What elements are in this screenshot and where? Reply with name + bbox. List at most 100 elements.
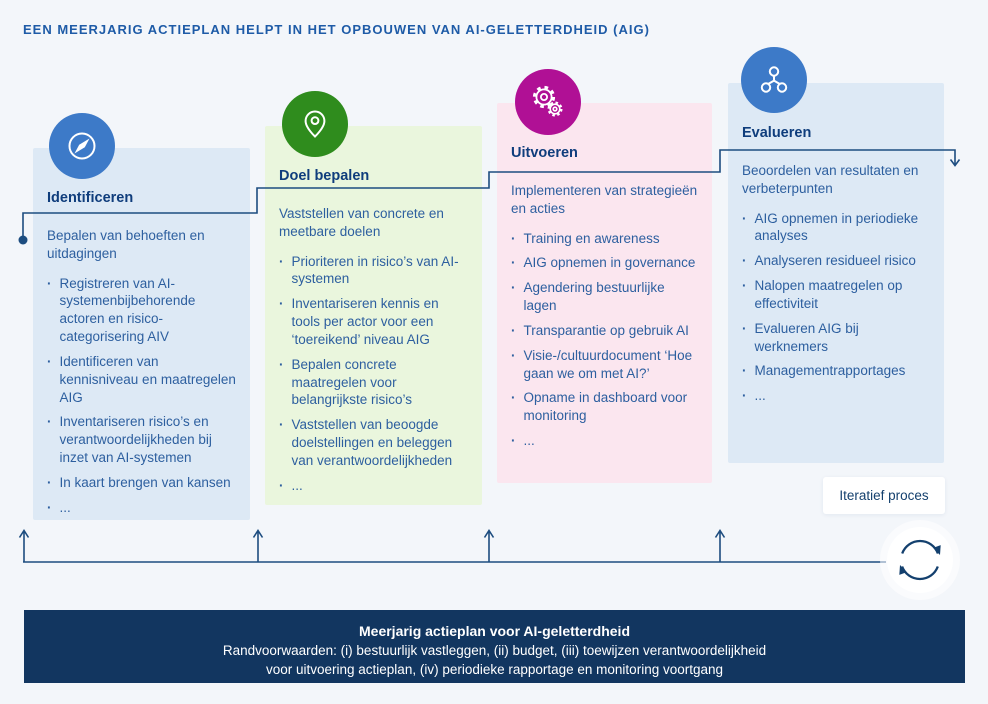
phase-title: Doel bepalen — [279, 168, 370, 184]
phase-box-doel-bepalen: Doel bepalen Vaststellen van concrete en… — [265, 126, 482, 505]
bullet-text: Visie-/cultuurdocument ‘Hoe gaan we om m… — [523, 347, 693, 381]
bullet-text: In kaart brengen van kansen — [59, 474, 231, 490]
banner-title: Meerjarig actieplan voor AI-geletterdhei… — [359, 623, 630, 639]
bullet-dot: · — [742, 363, 747, 379]
list-item: · AIG opnemen in governance — [511, 254, 700, 272]
phase-circle-uitvoeren — [515, 69, 581, 135]
phase-title: Uitvoeren — [511, 145, 578, 161]
phase-title: Evalueren — [742, 125, 812, 141]
bullet-dot: · — [279, 477, 284, 493]
list-item: · Evalueren AIG bij werknemers — [742, 320, 932, 356]
list-item: ·... — [511, 432, 700, 450]
list-item: · Bepalen concrete maatregelen voor belan… — [279, 356, 470, 409]
bullet-text: Inventariseren risico’s en verantwoordel… — [59, 414, 212, 465]
bullet-dot: · — [511, 255, 516, 271]
list-item: · Inventariseren kennis en tools per acto… — [279, 295, 470, 348]
list-item: ·... — [742, 387, 932, 405]
list-item: · Prioriteren in risico’s van AI-systemen — [279, 253, 470, 289]
bullet-text: ... — [291, 477, 303, 493]
bullet-text: Training en awareness — [523, 230, 660, 246]
list-item: · Nalopen maatregelen op effectiviteit — [742, 277, 932, 313]
bullet-text: ... — [754, 388, 766, 404]
bullet-dot: · — [511, 390, 516, 406]
list-item: ·... — [279, 477, 470, 495]
bullet-text: ... — [59, 499, 71, 515]
bullet-text: Bepalen concrete maatregelen voor belang… — [291, 356, 413, 408]
phase-intro: Beoordelen van resultaten en verbeterpun… — [742, 163, 919, 196]
bullet-dot: · — [47, 499, 52, 515]
phase-title: Identificeren — [47, 190, 134, 206]
bullet-text: Prioriteren in risico’s van AI-systemen — [291, 253, 459, 287]
phase-box-identificeren: Identificeren Bepalen van behoeften en u… — [33, 148, 250, 520]
feedback-arrow-up-icon — [18, 529, 30, 562]
bullet-text: Evalueren AIG bij werknemers — [754, 320, 859, 354]
phase-bullet-list: · Training en awareness · AIG opnemen in go… — [511, 230, 700, 450]
feedback-arrow-up-icon — [483, 529, 495, 562]
action-plan-banner: Meerjarig actieplan voor AI-geletterdhei… — [24, 610, 965, 683]
bullet-text: Managementrapportages — [754, 363, 906, 379]
refresh-icon — [880, 520, 960, 600]
phase-circle-evalueren — [741, 47, 807, 113]
bullet-dot: · — [279, 296, 284, 312]
list-item: · Analyseren residueel risico — [742, 252, 932, 270]
phase-box-evalueren: Evalueren Beoordelen van resultaten en v… — [728, 83, 944, 463]
bullet-text: AIG opnemen in governance — [523, 255, 696, 271]
list-item: · AIG opnemen in periodieke analyses — [742, 210, 932, 246]
list-item: · Identificeren van kennisniveau en maatr… — [47, 353, 238, 406]
phase-intro: Bepalen van behoeften en uitdagingen — [47, 228, 205, 261]
list-item: · In kaart brengen van kansen — [47, 474, 238, 492]
phase-circle-doel-bepalen — [282, 91, 348, 157]
location-pin-icon — [304, 110, 326, 138]
bullet-dot: · — [279, 417, 284, 433]
phase-bullet-list: · AIG opnemen in periodieke analyses · Anal… — [742, 210, 932, 405]
bullet-dot: · — [511, 322, 516, 338]
list-item: · Registreren van AI-systemenbijbehorende… — [47, 275, 238, 346]
list-item: ·Visie-/cultuurdocument ‘Hoe gaan we om … — [511, 347, 700, 383]
list-item: · Training en awareness — [511, 230, 700, 248]
phase-circle-identificeren — [49, 113, 115, 179]
iterative-process-label: Iteratief proces — [823, 477, 945, 514]
bullet-dot: · — [47, 414, 52, 430]
bullet-dot: · — [47, 275, 52, 291]
flow-start-dot — [18, 235, 28, 245]
phase-bullet-list: · Registreren van AI-systemenbijbehorende… — [47, 275, 238, 517]
list-item: · Transparantie op gebruik AI — [511, 322, 700, 340]
bullet-text: Opname in dashboard voor monitoring — [523, 390, 688, 424]
bullet-text: Nalopen maatregelen op effectiviteit — [754, 278, 903, 311]
bullet-dot: · — [742, 253, 747, 269]
feedback-arrow-up-icon — [252, 529, 264, 562]
bullet-text: Vaststellen van beoogde doelstellingen e… — [291, 417, 453, 468]
phase-intro: Implementeren van strategieën en acties — [511, 183, 698, 216]
bullet-text: Registreren van AI-systemenbijbehorende … — [59, 275, 196, 345]
bullet-dot: · — [511, 230, 516, 246]
bullet-dot: · — [279, 253, 284, 269]
bullet-text: Agendering bestuurlijke lagen — [523, 280, 665, 314]
list-item: · Opname in dashboard voor monitoring — [511, 389, 700, 425]
list-item: · Vaststellen van beoogde doelstellingen … — [279, 416, 470, 469]
list-item: · Agendering bestuurlijke lagen — [511, 279, 700, 315]
compass-icon — [68, 132, 96, 160]
bullet-dot: · — [511, 280, 516, 296]
bullet-text: Inventariseren kennis en tools per actor… — [291, 296, 439, 347]
network-icon — [760, 66, 788, 93]
bullet-dot: · — [47, 353, 52, 369]
bullet-dot: · — [742, 278, 747, 294]
bullet-text: ... — [523, 432, 535, 448]
list-item: ·... — [47, 499, 238, 517]
banner-line: voor uitvoering actieplan, (iv) periodie… — [265, 662, 724, 677]
phase-intro: Vaststellen van concrete en meetbare doe… — [279, 206, 444, 239]
gears-icon — [532, 85, 563, 117]
bullet-text: AIG opnemen in periodieke analyses — [754, 210, 919, 244]
bullet-dot: · — [279, 356, 284, 372]
bullet-dot: · — [47, 474, 52, 490]
banner-line: Randvoorwaarden: (i) bestuurlijk vastleg… — [222, 643, 767, 658]
phase-box-uitvoeren: Uitvoeren Implementeren van strategieën … — [497, 103, 712, 483]
bullet-text: Identificeren van kennisniveau en maatre… — [59, 353, 236, 405]
bullet-text: Analyseren residueel risico — [754, 253, 916, 269]
feedback-arrow-up-icon — [714, 529, 726, 562]
bullet-dot: · — [742, 320, 747, 336]
bullet-dot: · — [742, 210, 747, 226]
flow-arrow-down-icon — [949, 159, 961, 167]
phase-bullet-list: · Prioriteren in risico’s van AI-systemen… — [279, 253, 470, 495]
bullet-text: Transparantie op gebruik AI — [523, 322, 689, 338]
